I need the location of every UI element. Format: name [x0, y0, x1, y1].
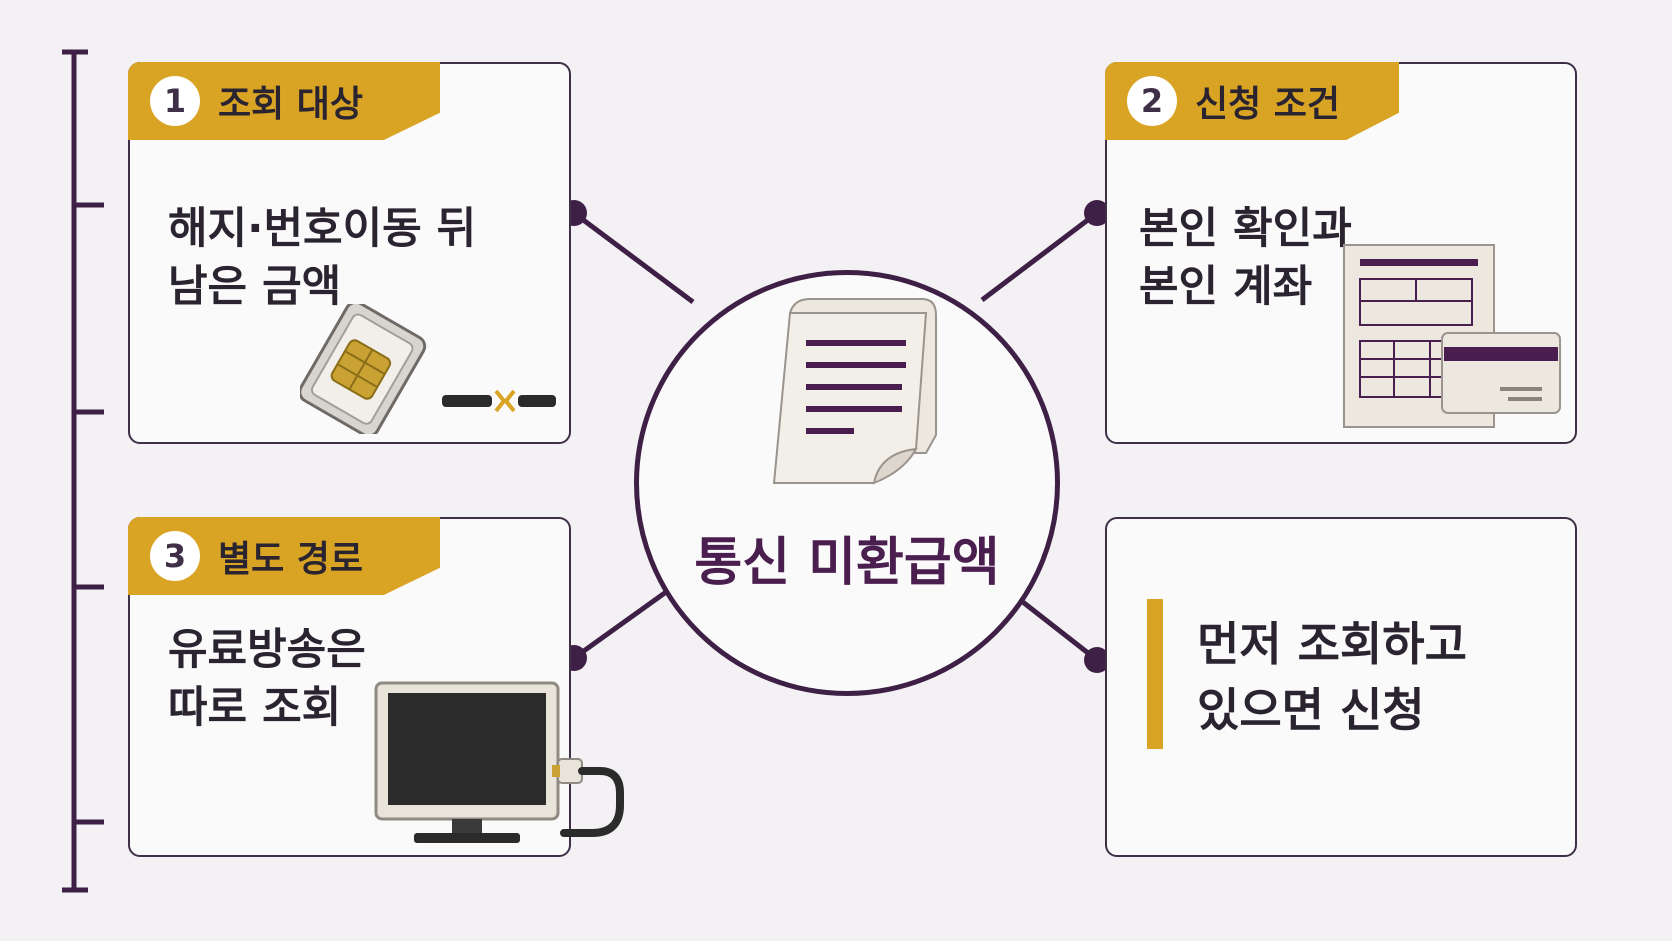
card-tag: 3 별도 경로	[128, 517, 440, 595]
center-title: 통신 미환급액	[694, 533, 1000, 593]
card-text-line: 있으면 신청	[1197, 683, 1425, 737]
connector-dot-2	[1084, 200, 1110, 226]
card-text: 먼저 조회하고 있으면 신청	[1197, 611, 1467, 743]
card-text: 본인 확인과 본인 계좌	[1139, 200, 1352, 316]
card-lookup-target: 1 조회 대상 해지·번호이동 뒤 남은 금액	[128, 62, 571, 444]
tv-monitor-icon	[374, 681, 624, 843]
card-title: 신청 조건	[1195, 84, 1341, 125]
accent-bar	[1147, 599, 1163, 749]
sim-card-icon	[300, 304, 556, 434]
card-title: 별도 경로	[218, 539, 364, 580]
card-text-line: 본인 확인과	[1139, 204, 1352, 254]
connector-line-1	[572, 210, 695, 305]
card-application-condition: 2 신청 조건 본인 확인과 본인 계좌	[1105, 62, 1577, 444]
card-text: 유료방송은 따로 조회	[168, 621, 366, 737]
card-text: 해지·번호이동 뒤 남은 금액	[168, 200, 476, 316]
document-icon	[772, 298, 937, 485]
connector-line-3	[572, 579, 682, 661]
card-text-line: 남은 금액	[168, 262, 342, 312]
card-tag: 2 신청 조건	[1105, 62, 1399, 140]
card-text-line: 먼저 조회하고	[1197, 617, 1467, 671]
step-number: 3	[150, 531, 200, 581]
card-text-line: 본인 계좌	[1139, 262, 1313, 312]
step-number: 1	[150, 76, 200, 126]
step-number: 2	[1127, 76, 1177, 126]
connector-dot-4	[1084, 647, 1110, 673]
card-text-line: 해지·번호이동 뒤	[168, 204, 477, 254]
connector-line-2	[980, 211, 1099, 302]
card-text-line: 따로 조회	[168, 683, 342, 733]
card-summary: 먼저 조회하고 있으면 신청	[1105, 517, 1577, 857]
card-tag: 1 조회 대상	[128, 62, 440, 140]
center-node: 통신 미환급액	[634, 270, 1060, 696]
card-text-line: 유료방송은	[168, 625, 366, 675]
card-separate-route: 3 별도 경로 유료방송은 따로 조회	[128, 517, 624, 857]
connector-line-4	[1008, 590, 1099, 662]
form-and-card-icon	[1343, 244, 1561, 428]
card-title: 조회 대상	[218, 84, 364, 125]
